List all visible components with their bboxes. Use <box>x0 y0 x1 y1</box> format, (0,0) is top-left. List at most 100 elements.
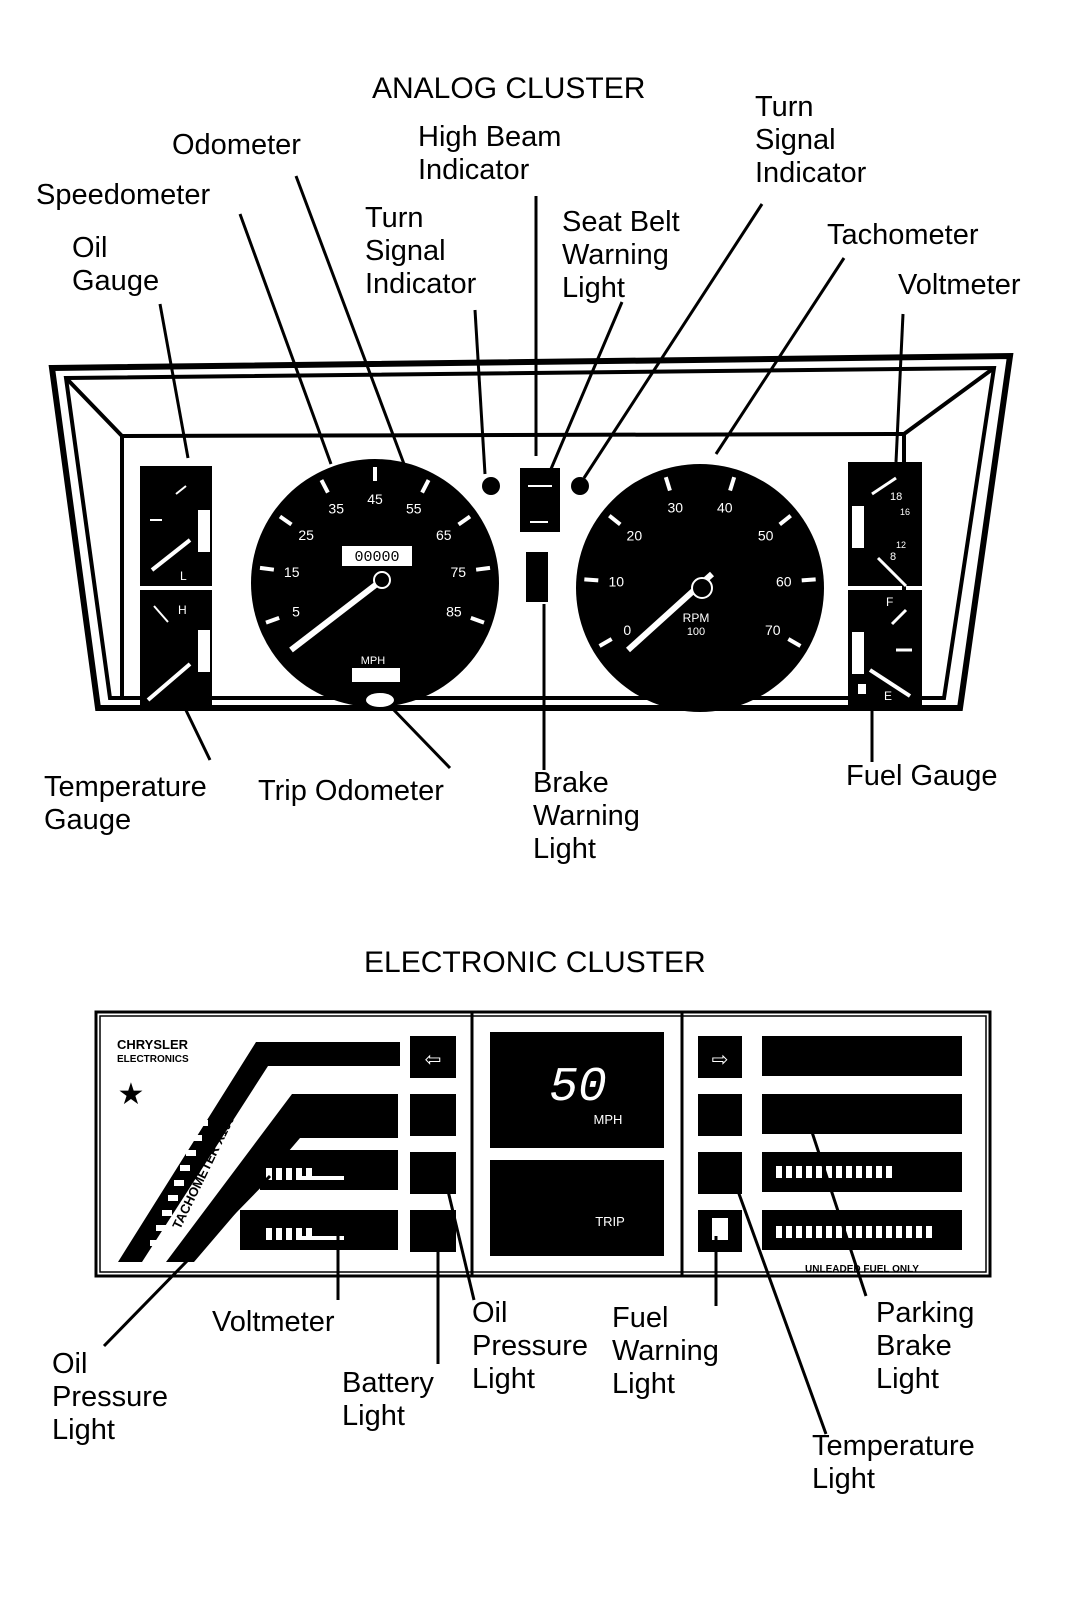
pentastar-logo: ★ <box>118 1078 145 1111</box>
label-trip-odometer: Trip Odometer <box>258 775 444 807</box>
fuel-pump-icon <box>858 684 866 694</box>
tacho-ticks-mark <box>801 577 816 583</box>
display-segment <box>826 1166 832 1178</box>
tach-sweep-segment <box>156 1225 166 1231</box>
label-turn-signal-right-3: Indicator <box>755 157 867 189</box>
speed-display <box>490 1032 664 1148</box>
label-oil-pressure-mid-3: Light <box>472 1363 535 1395</box>
tacho-ticks-mark <box>663 476 672 492</box>
label-seat-belt-3: Light <box>562 272 625 304</box>
display-segment <box>286 1228 292 1240</box>
label-parking-brake-3: Light <box>876 1363 939 1395</box>
display-segment <box>896 1226 902 1238</box>
label-temperature-light-1: Temperature <box>812 1430 975 1462</box>
display-segment <box>856 1166 862 1178</box>
display-segment <box>926 1226 932 1238</box>
voltmeter-display <box>300 1176 344 1240</box>
label-parking-brake-2: Brake <box>876 1330 952 1362</box>
oil-pressure-light-box <box>410 1152 456 1194</box>
temperature-light-box <box>698 1152 742 1194</box>
display-segment <box>876 1226 882 1238</box>
tacho-ticks-label: 0 <box>623 622 631 638</box>
electronic-cluster-title: ELECTRONIC CLUSTER <box>364 946 706 979</box>
oil-gauge: L <box>140 466 212 586</box>
trip-label: TRIP <box>595 1214 625 1229</box>
tacho-ticks-mark <box>787 637 802 648</box>
parking-brake-row <box>762 1094 962 1134</box>
display-segment <box>916 1226 922 1238</box>
speedo-ticks-label: 35 <box>328 500 344 516</box>
label-turn-signal-right-1: Turn <box>755 91 814 123</box>
label-seat-belt-2: Warning <box>562 239 669 271</box>
speedo-unit: MPH <box>361 655 386 667</box>
label-oil-pressure-left-2: Pressure <box>52 1381 168 1413</box>
turn-signal-right-light <box>571 477 589 495</box>
label-fuel-warning-1: Fuel <box>612 1302 668 1334</box>
brand-name: CHRYSLER <box>117 1037 189 1052</box>
label-oil-pressure-left-3: Light <box>52 1414 115 1446</box>
display-segment <box>266 1228 272 1240</box>
analog-cluster-title: ANALOG CLUSTER <box>372 72 645 105</box>
speedo-ticks-mark <box>319 479 330 494</box>
speedo-ticks-label: 5 <box>292 604 300 620</box>
display-segment <box>806 1166 812 1178</box>
display-segment <box>286 1168 292 1180</box>
center-indicator-panel <box>482 468 589 602</box>
turn-signal-right-indicator <box>698 1036 742 1078</box>
voltmeter-gauge: 18 16 12 8 <box>848 462 922 588</box>
right-indicator-column: ⇨ UNLEADED FUEL ONLY <box>698 1036 962 1275</box>
label-brake-warning-1: Brake <box>533 767 609 799</box>
label-voltmeter-electronic: Voltmeter <box>212 1306 335 1338</box>
tach-sweep-segment <box>186 1150 196 1156</box>
label-turn-signal-left-2: Signal <box>365 235 446 267</box>
volt-tick-8: 8 <box>890 551 896 563</box>
tach-sweep-segment <box>150 1240 160 1246</box>
tacho-ticks-label: 50 <box>758 528 774 544</box>
display-segment <box>776 1226 782 1238</box>
label-brake-warning-3: Light <box>533 833 596 865</box>
label-oil-pressure-left-1: Oil <box>52 1348 87 1380</box>
label-fuel-gauge: Fuel Gauge <box>846 760 998 792</box>
display-segment <box>276 1228 282 1240</box>
display-segment <box>796 1226 802 1238</box>
tacho-ticks-label: 20 <box>627 528 643 544</box>
speedo-ticks-label: 75 <box>450 564 466 580</box>
label-battery-2: Light <box>342 1400 405 1432</box>
label-high-beam-2: Indicator <box>418 154 530 186</box>
label-temperature-gauge-1: Temperature <box>44 771 207 803</box>
display-segment <box>796 1166 802 1178</box>
label-odometer: Odometer <box>172 129 301 161</box>
display-segment <box>296 1228 302 1240</box>
display-segment <box>806 1226 812 1238</box>
speed-value: 50 <box>549 1061 607 1115</box>
tacho-unit-1: RPM <box>683 611 710 625</box>
display-segment <box>866 1166 872 1178</box>
display-segment <box>886 1226 892 1238</box>
speedo-ticks-label: 85 <box>446 604 462 620</box>
electronic-bezel <box>94 1010 992 1278</box>
speedo-ticks-mark <box>420 479 431 494</box>
tach-sweep-segment <box>198 1120 208 1126</box>
odometer-window: 00000 <box>342 546 412 566</box>
label-oil-pressure-mid-1: Oil <box>472 1297 507 1329</box>
volt-tick-16: 16 <box>900 507 910 517</box>
label-temperature-gauge-2: Gauge <box>44 804 131 836</box>
speedo-ticks-mark <box>278 514 293 527</box>
brand-sub: ELECTRONICS <box>117 1054 189 1065</box>
display-segment <box>786 1226 792 1238</box>
display-segment <box>846 1226 852 1238</box>
fuel-mark-empty: E <box>884 689 892 703</box>
left-indicator-column: ⇦ <box>410 1036 456 1252</box>
display-segment <box>826 1226 832 1238</box>
trip-display <box>490 1160 664 1256</box>
electronic-tachometer: TACHOMETER X1000 <box>118 1042 400 1262</box>
display-segment <box>276 1168 282 1180</box>
label-voltmeter: Voltmeter <box>898 269 1021 301</box>
display-segment <box>816 1166 822 1178</box>
label-fuel-warning-3: Light <box>612 1368 675 1400</box>
display-segment <box>786 1166 792 1178</box>
display-segment <box>906 1226 912 1238</box>
tacho-ticks-mark <box>778 514 792 526</box>
